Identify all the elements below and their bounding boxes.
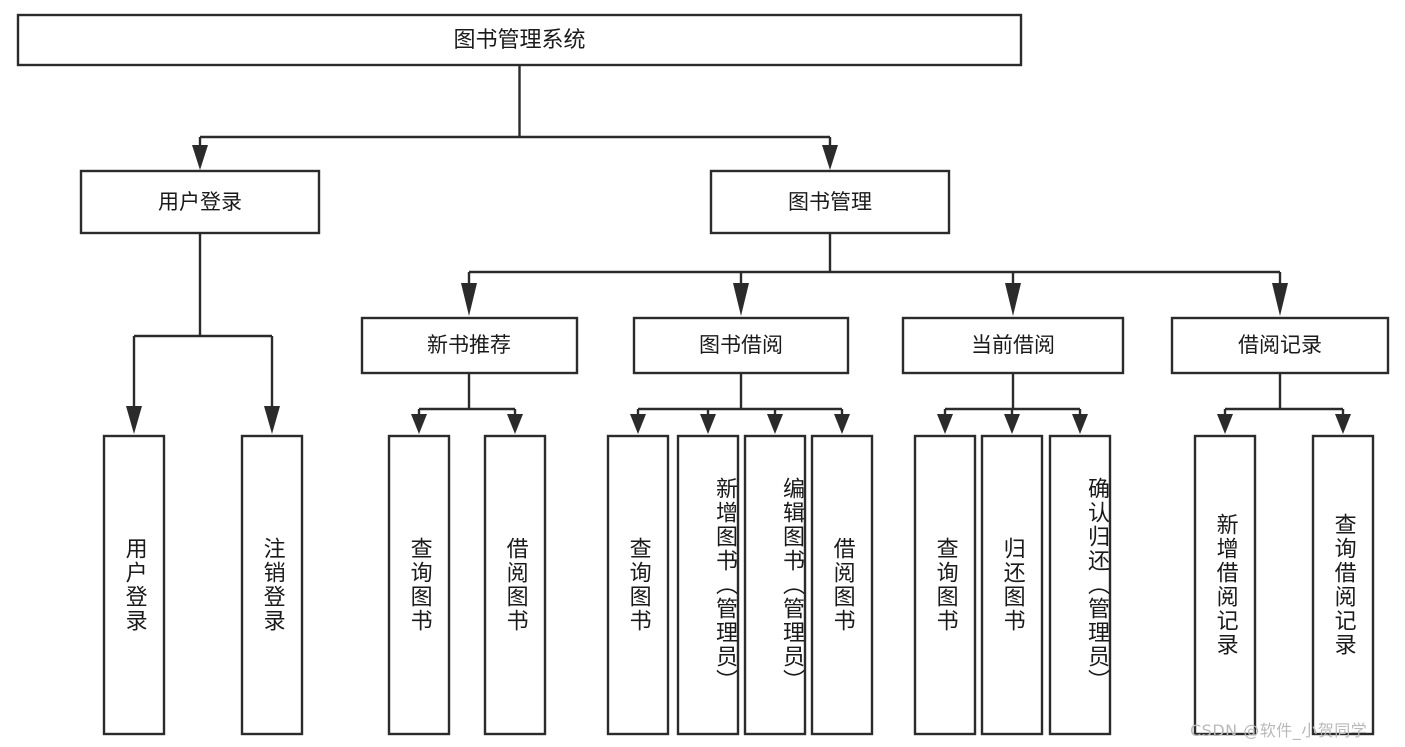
- node-new-book-rec[interactable]: 新书推荐: [360, 316, 579, 375]
- arrow-head-user-login: [192, 145, 208, 170]
- node-leaf-user-login-rect[interactable]: [102, 434, 166, 736]
- node-new-book-rec-rect[interactable]: [360, 316, 579, 375]
- arrow-head-leaf-add-borrow-record: [1217, 414, 1233, 434]
- arrow-head-borrow-record: [1272, 283, 1288, 316]
- node-book-borrow[interactable]: 图书借阅: [632, 316, 850, 375]
- node-current-borrow-rect[interactable]: [901, 316, 1125, 375]
- node-book-borrow-label: 图书借阅: [699, 333, 783, 357]
- arrow-head-leaf-confirm-return-admin: [1072, 414, 1088, 434]
- connector-layer: [126, 65, 1351, 434]
- node-leaf-borrow-book-rec-rect[interactable]: [483, 434, 547, 736]
- node-book-manage[interactable]: 图书管理: [709, 169, 951, 235]
- leaf-rect-layer: [102, 434, 1375, 736]
- node-user-login-rect[interactable]: [79, 169, 321, 235]
- arrow-head-new-book-rec: [461, 283, 477, 316]
- arrow-head-leaf-user-logout: [264, 406, 280, 434]
- node-book-manage-rect[interactable]: [709, 169, 951, 235]
- node-new-book-rec-label: 新书推荐: [427, 333, 511, 357]
- arrow-head-leaf-query-book-bor: [630, 414, 646, 434]
- arrow-head-leaf-query-book-rec: [411, 414, 427, 434]
- node-user-login[interactable]: 用户登录: [79, 169, 321, 235]
- node-leaf-query-book-bor-rect[interactable]: [606, 434, 670, 736]
- node-borrow-record-rect[interactable]: [1170, 316, 1390, 375]
- node-root-label: 图书管理系统: [453, 28, 585, 53]
- arrow-head-leaf-borrow-book-rec: [507, 414, 523, 434]
- node-leaf-add-borrow-record-rect[interactable]: [1193, 434, 1257, 736]
- arrow-head-leaf-user-login: [126, 406, 142, 434]
- arrow-head-leaf-edit-book-admin: [767, 414, 783, 434]
- arrow-head-current-borrow: [1005, 283, 1021, 316]
- arrow-head-leaf-query-borrow-record: [1335, 414, 1351, 434]
- node-leaf-query-borrow-record-rect[interactable]: [1311, 434, 1375, 736]
- node-current-borrow-label: 当前借阅: [971, 333, 1055, 357]
- csdn-watermark: CSDN @软件_小贺同学: [1190, 721, 1368, 740]
- node-leaf-return-book-rect[interactable]: [980, 434, 1044, 736]
- node-leaf-confirm-return-admin-rect[interactable]: [1048, 434, 1112, 736]
- arrow-head-leaf-add-book-admin: [700, 414, 716, 434]
- arrow-head-leaf-query-book-cur: [937, 414, 953, 434]
- node-borrow-record-label: 借阅记录: [1238, 333, 1322, 357]
- arrow-head-book-borrow: [733, 283, 749, 316]
- node-leaf-user-logout-rect[interactable]: [240, 434, 304, 736]
- node-leaf-borrow-book-bor-rect[interactable]: [810, 434, 874, 736]
- node-root-rect[interactable]: [16, 13, 1023, 67]
- arrow-head-book-manage: [822, 145, 838, 170]
- arrow-head-leaf-return-book: [1004, 414, 1020, 434]
- node-book-borrow-rect[interactable]: [632, 316, 850, 375]
- node-leaf-query-book-rec-rect[interactable]: [387, 434, 451, 736]
- arrow-head-leaf-borrow-book-bor: [834, 414, 850, 434]
- node-root[interactable]: 图书管理系统: [16, 13, 1023, 67]
- node-current-borrow[interactable]: 当前借阅: [901, 316, 1125, 375]
- node-book-manage-label: 图书管理: [788, 190, 872, 214]
- node-leaf-add-book-admin-rect[interactable]: [676, 434, 740, 736]
- node-user-login-label: 用户登录: [158, 190, 242, 214]
- node-leaf-edit-book-admin-rect[interactable]: [743, 434, 807, 736]
- node-leaf-query-book-cur-rect[interactable]: [913, 434, 977, 736]
- node-borrow-record[interactable]: 借阅记录: [1170, 316, 1390, 375]
